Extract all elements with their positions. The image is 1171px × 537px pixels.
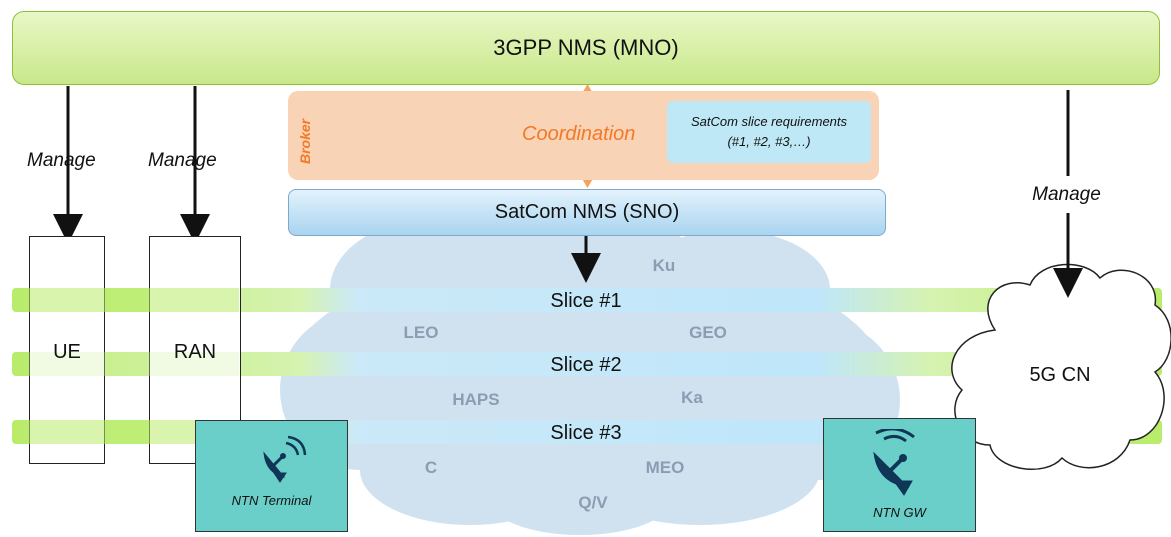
manage-label-core: Manage: [1032, 183, 1101, 205]
sat-label-qv: Q/V: [578, 493, 608, 512]
satellite-dish-icon: [873, 429, 915, 496]
slice-band-1: [12, 288, 1162, 312]
slice-requirements-box[interactable]: SatCom slice requirements (#1, #2, #3,…): [667, 101, 871, 163]
slice-requirements-line2: (#1, #2, #3,…): [727, 134, 811, 149]
sat-label-ka: Ka: [681, 388, 703, 407]
mno-nms-banner[interactable]: 3GPP NMS (MNO): [12, 11, 1160, 85]
broker-label: Broker: [297, 118, 313, 164]
slice-label-3: Slice #3: [550, 422, 622, 444]
ntn-gateway-label: NTN GW: [873, 505, 926, 520]
slice-2-overlay: [29, 352, 239, 376]
sat-label-geo: GEO: [689, 323, 727, 342]
ntn-terminal-label: NTN Terminal: [231, 493, 312, 508]
slice-band-2: [12, 352, 1162, 376]
slice-1-overlay: [29, 288, 239, 312]
satcom-nms-box[interactable]: SatCom NMS (SNO): [288, 189, 886, 236]
slice-label-1: Slice #1: [550, 290, 622, 312]
sat-label-haps: HAPS: [452, 390, 500, 409]
ntn-gateway-box[interactable]: NTN GW: [823, 418, 976, 532]
slice-label-2: Slice #2: [550, 354, 622, 376]
ran-label: RAN: [173, 341, 217, 363]
slice-requirements-line1: SatCom slice requirements: [690, 114, 848, 129]
manage-label-ue: Manage: [27, 150, 96, 171]
manage-label-core-box: Manage: [1004, 176, 1129, 213]
sat-label-c: C: [424, 458, 438, 477]
sat-label-meo: MEO: [645, 458, 685, 477]
ntn-terminal-box[interactable]: NTN Terminal: [195, 420, 348, 532]
ue-label: UE: [53, 341, 81, 363]
manage-label-ran: Manage: [148, 150, 217, 171]
satellite-dish-icon: [263, 435, 307, 483]
sat-label-ku: Ku: [652, 256, 676, 275]
broker-label-wrap: Broker: [297, 108, 317, 168]
sat-label-leo: LEO: [403, 323, 439, 342]
coordination-label: Coordination: [522, 123, 636, 145]
satcom-nms-label: SatCom NMS (SNO): [494, 201, 680, 223]
core-label: 5G CN: [1029, 364, 1091, 386]
mno-nms-label: 3GPP NMS (MNO): [493, 35, 679, 60]
